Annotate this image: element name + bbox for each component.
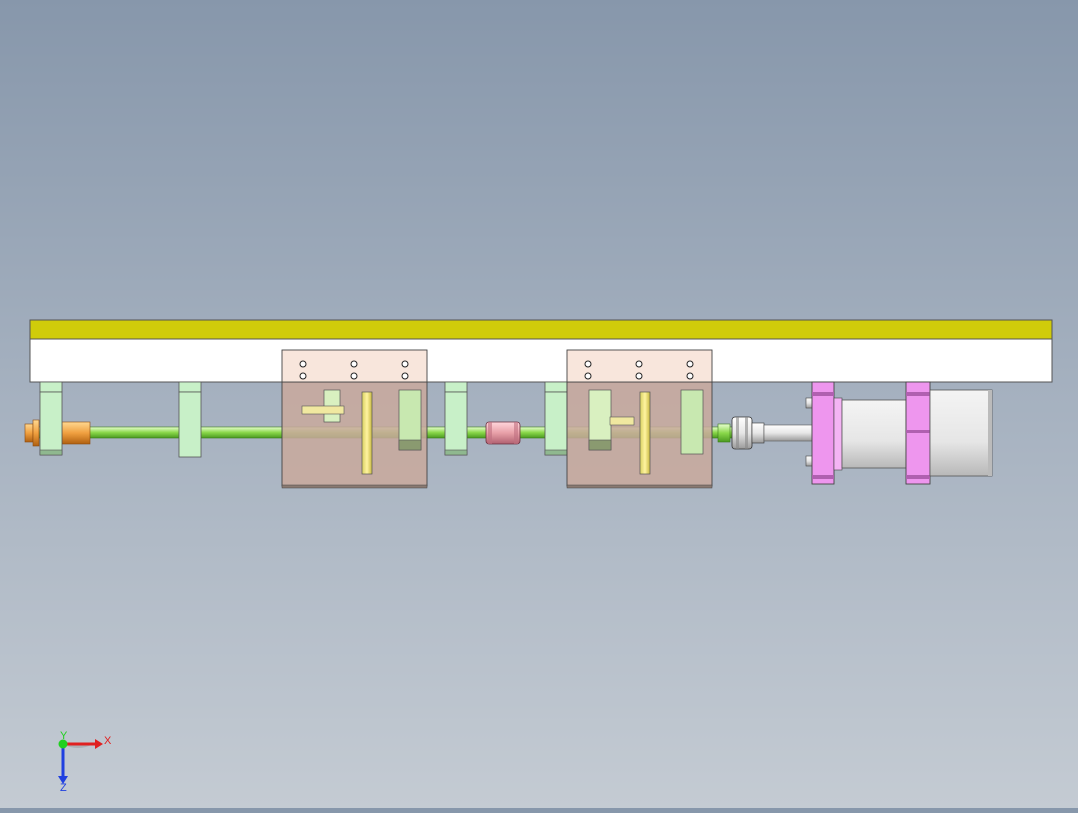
beam-front-face: [29, 338, 1053, 383]
support-2[interactable]: [178, 381, 202, 458]
pin: [609, 416, 635, 426]
right-bearing-nut[interactable]: [717, 416, 765, 450]
pin: [301, 405, 345, 415]
disc: [361, 391, 373, 475]
top-beam[interactable]: [29, 319, 1053, 383]
support-3[interactable]: [444, 381, 468, 456]
x-axis-label: X: [104, 735, 112, 747]
x-arrow-icon: [95, 739, 103, 749]
support-4[interactable]: [544, 381, 568, 456]
bolt-holes: [584, 360, 694, 380]
housing-2[interactable]: [566, 349, 713, 489]
support-1[interactable]: [39, 381, 63, 456]
y-axis-icon: [58, 739, 68, 749]
motor-shaft[interactable]: [763, 424, 813, 442]
left-end-bushing[interactable]: [24, 419, 91, 447]
z-arrow-icon: [58, 776, 68, 784]
coordinate-triad: X Y Z: [58, 730, 112, 794]
beam-top-face: [29, 319, 1053, 340]
bearing-block: [680, 389, 704, 455]
bolt-holes: [299, 360, 409, 380]
motor-end-cap: [929, 389, 993, 477]
motor-body[interactable]: [841, 381, 993, 485]
motor-flange[interactable]: [805, 381, 843, 485]
z-axis-label: Z: [60, 782, 67, 794]
disc: [639, 391, 651, 475]
y-axis-label: Y: [60, 730, 68, 742]
shaft-coupling[interactable]: [485, 421, 521, 445]
housing-1[interactable]: [281, 349, 428, 489]
